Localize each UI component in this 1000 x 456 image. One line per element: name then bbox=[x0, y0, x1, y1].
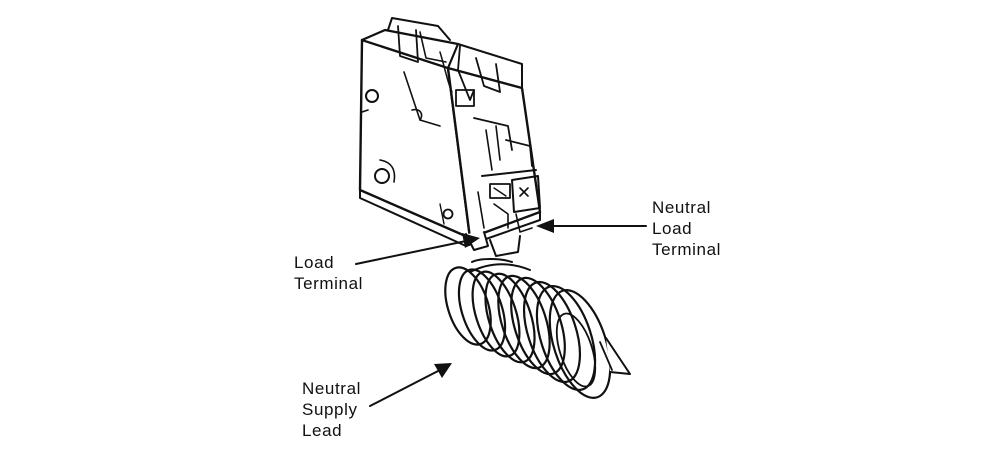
leader-load-terminal bbox=[355, 233, 480, 265]
label-line: Load bbox=[294, 253, 335, 272]
breaker-rivets bbox=[361, 89, 454, 225]
breaker-handle bbox=[387, 17, 501, 127]
neutral-load-terminal-label: Neutral Load Terminal bbox=[652, 197, 721, 260]
breaker-front-details bbox=[473, 117, 541, 233]
label-line: Neutral bbox=[652, 198, 712, 217]
label-line: Terminal bbox=[652, 240, 722, 259]
leader-neutral-load-terminal bbox=[536, 219, 647, 233]
label-line: Load bbox=[652, 219, 693, 238]
neutral-supply-lead-label: Neutral Supply Lead bbox=[302, 378, 361, 441]
breaker-body bbox=[358, 28, 542, 247]
label-line: Supply bbox=[302, 400, 358, 419]
leader-neutral-supply-lead bbox=[369, 363, 452, 407]
label-line: Neutral bbox=[302, 379, 362, 398]
label-line: Lead bbox=[302, 421, 343, 440]
label-line: Terminal bbox=[294, 274, 364, 293]
neutral-supply-coil bbox=[444, 258, 631, 399]
load-terminal-label: Load Terminal bbox=[294, 252, 363, 294]
